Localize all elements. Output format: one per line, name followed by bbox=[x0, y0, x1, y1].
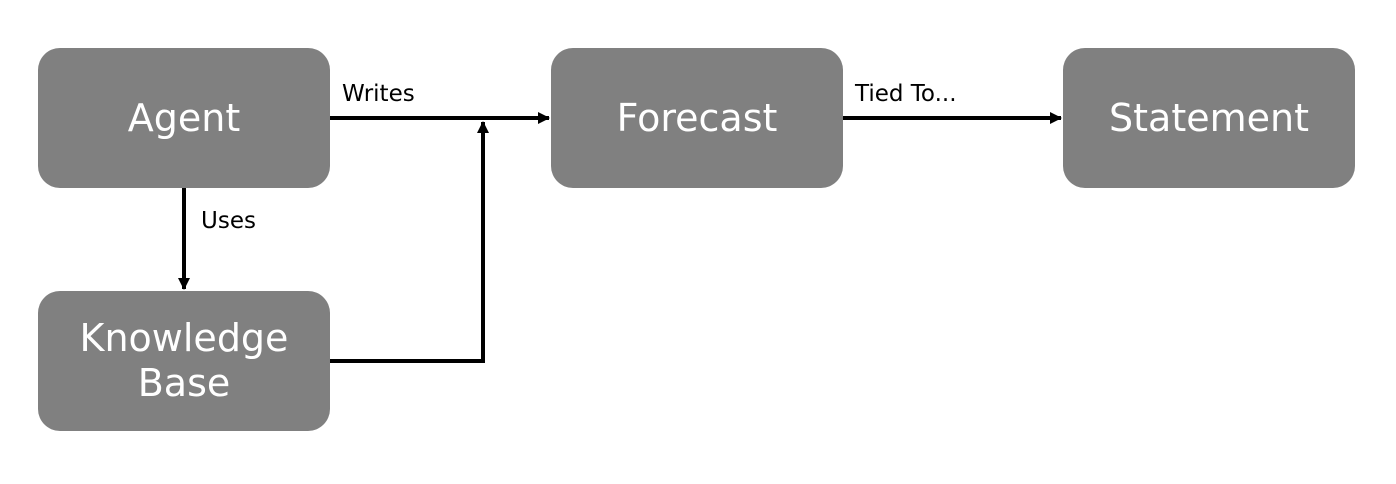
edge-label-writes: Writes bbox=[342, 81, 415, 107]
node-knowledge-base: Knowledge Base bbox=[38, 291, 330, 431]
arrow-knowledge-base-to-forecast bbox=[330, 121, 489, 363]
edge-label-uses: Uses bbox=[201, 208, 256, 234]
edge-label-tied-to: Tied To... bbox=[855, 81, 957, 107]
node-statement: Statement bbox=[1063, 48, 1355, 188]
node-agent: Agent bbox=[38, 48, 330, 188]
node-forecast: Forecast bbox=[551, 48, 843, 188]
